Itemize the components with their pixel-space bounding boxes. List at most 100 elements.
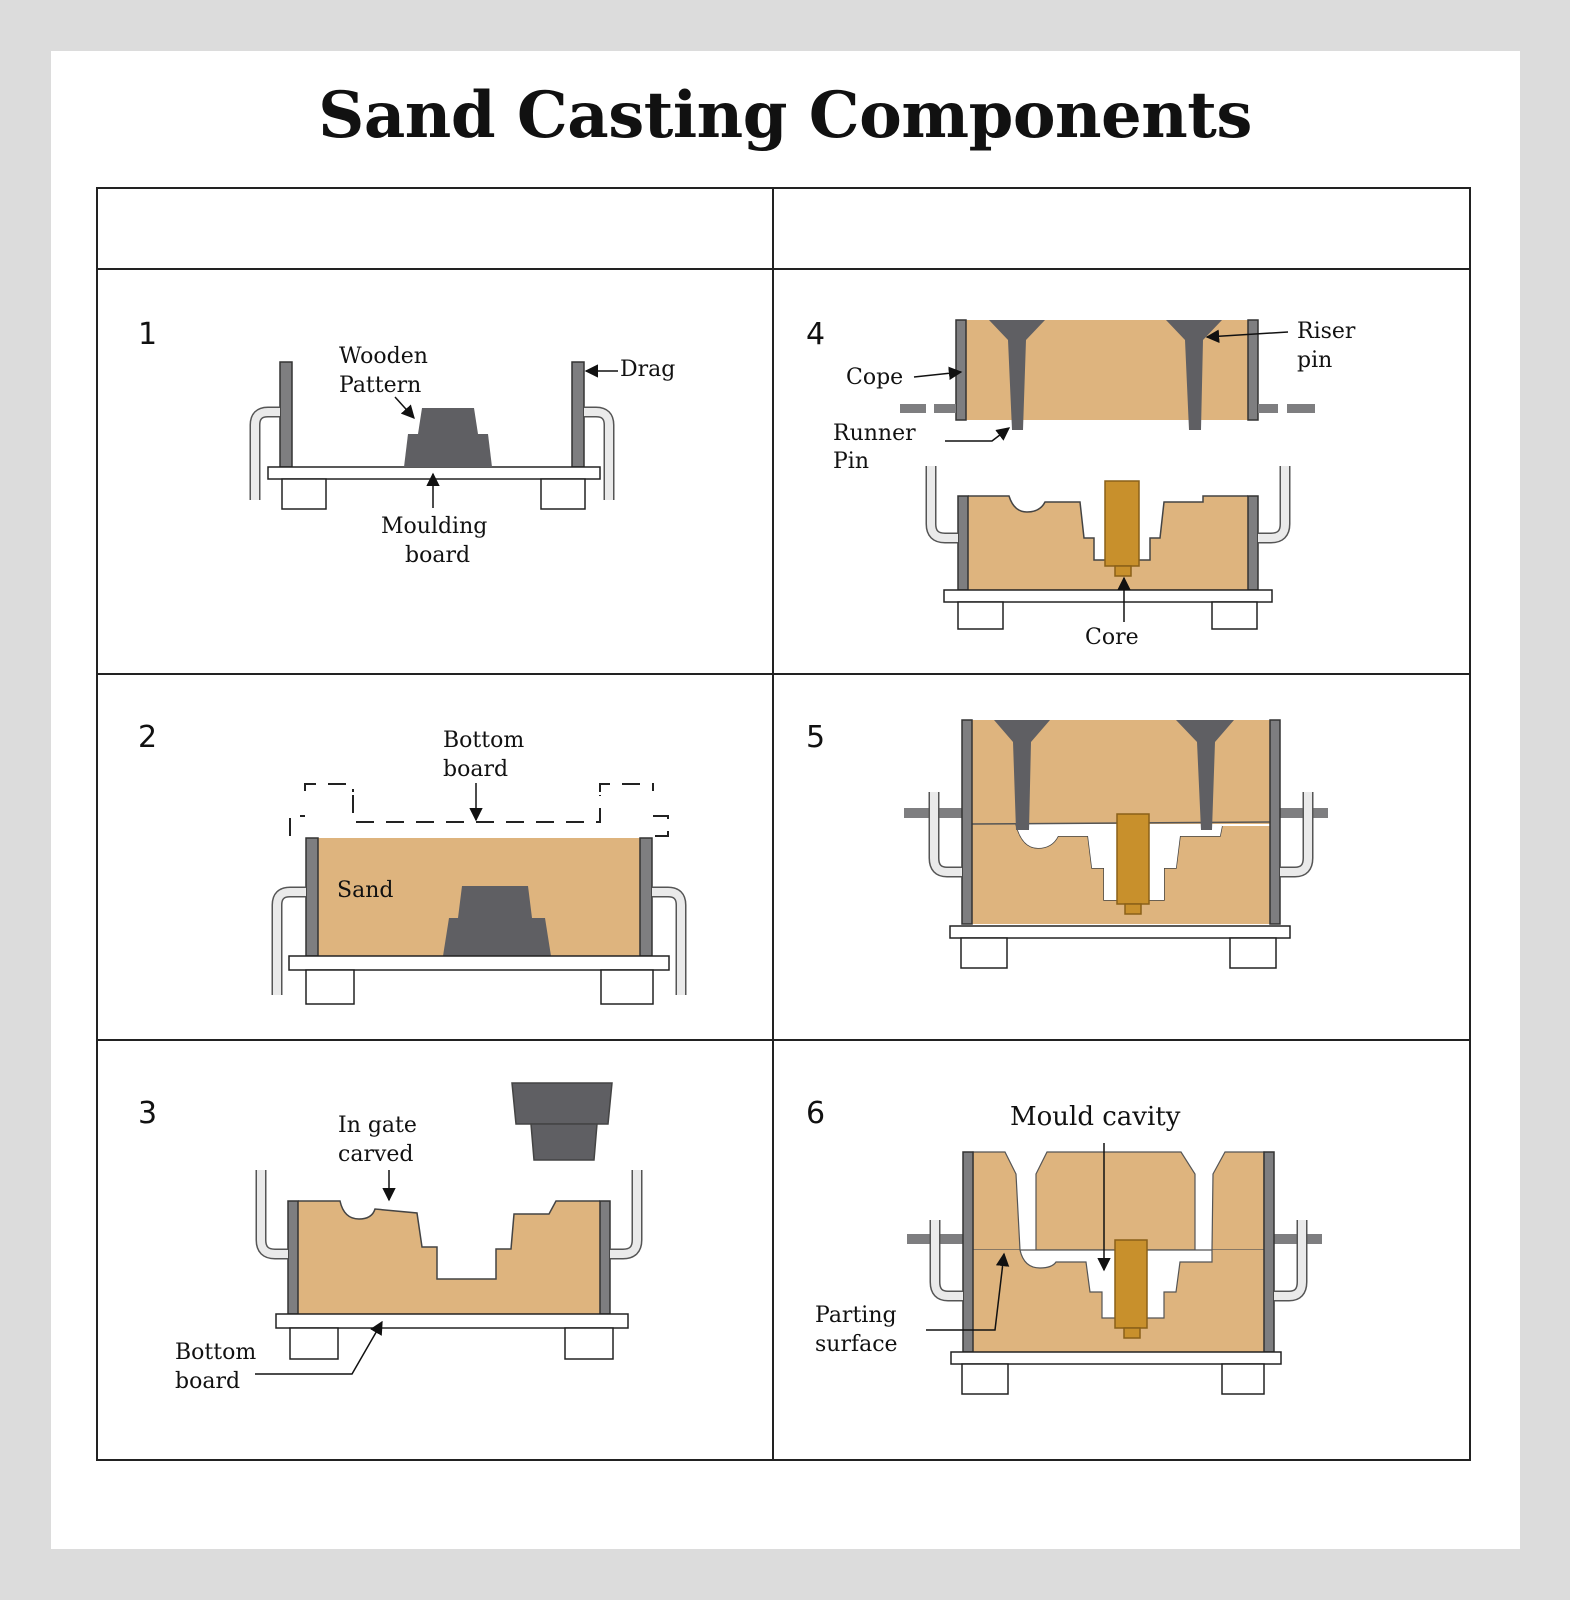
flask-pin — [900, 404, 926, 413]
drag-left-wall — [957, 495, 969, 591]
board-foot — [960, 937, 1008, 969]
step-number: 5 — [806, 720, 825, 755]
riser-pin — [1176, 720, 1234, 830]
label-sand: Sand — [337, 878, 393, 903]
bottom-board — [275, 1313, 629, 1329]
runner-pin — [994, 720, 1050, 830]
board-foot — [281, 478, 327, 510]
board-foot — [1211, 601, 1258, 630]
panel-4: 4 Cope Riser pin Runner Pin Cor — [806, 317, 1356, 650]
label-parting: Parting — [815, 1303, 897, 1328]
handle-left — [928, 792, 962, 878]
page-title: Sand Casting Components — [318, 78, 1252, 153]
label-surface: surface — [815, 1332, 898, 1357]
core — [1104, 480, 1140, 567]
core — [1114, 1239, 1148, 1329]
bottom-board — [943, 589, 1273, 603]
wooden-pattern-top — [418, 408, 478, 434]
flask-right-wall — [599, 1200, 611, 1315]
step-number: 6 — [806, 1096, 825, 1131]
drag-left-wall — [279, 361, 293, 468]
label-bottom: Bottom — [443, 728, 524, 753]
bottom-board — [950, 1351, 1282, 1365]
panel-1: 1 Wooden Pattern Drag Moulding board — [138, 317, 675, 568]
board-foot — [305, 969, 355, 1005]
core-print — [1123, 1327, 1141, 1339]
cope-sand-left — [972, 1151, 1021, 1251]
board-foot — [289, 1327, 339, 1360]
arrow-wooden-pattern — [394, 396, 415, 420]
cope-sand-center — [1035, 1151, 1196, 1251]
board-foot — [564, 1327, 614, 1360]
label-drag: Drag — [620, 357, 675, 382]
board-foot — [540, 478, 586, 510]
label-carved: carved — [338, 1142, 414, 1167]
label-moulding: Moulding — [381, 514, 487, 539]
riser-pin — [1166, 320, 1222, 430]
removed-pattern-top — [511, 1082, 613, 1125]
cope-sand-right — [1211, 1151, 1265, 1251]
label-riser: Riser — [1297, 319, 1356, 344]
board-foot — [1229, 937, 1277, 969]
flask-pin — [1266, 1234, 1322, 1244]
flask-left-wall — [961, 719, 973, 925]
flask-left-wall — [305, 837, 319, 957]
handle-left — [271, 886, 306, 995]
grid-table — [96, 187, 1471, 1461]
arrow-runner-pin — [945, 427, 1011, 442]
wooden-pattern-base — [404, 434, 492, 467]
flask-right-wall — [1263, 1151, 1275, 1353]
flask-left-wall — [962, 1151, 974, 1353]
label-core: Core — [1085, 625, 1139, 650]
label-board: board — [443, 757, 508, 782]
label-runner-pin: Pin — [833, 449, 869, 474]
flask-pin — [1287, 404, 1315, 413]
step-number: 1 — [138, 317, 157, 352]
bottom-board-outline — [289, 783, 669, 837]
label-mould-cavity: Mould cavity — [1010, 1102, 1181, 1132]
removed-pattern-base — [530, 1123, 598, 1161]
arrow-riser-pin — [1205, 329, 1289, 343]
board-foot — [600, 969, 654, 1005]
label-wooden: Wooden — [339, 344, 428, 369]
flask-pin — [1270, 808, 1328, 818]
board-foot — [1221, 1363, 1265, 1395]
label-cope: Cope — [846, 365, 903, 390]
step-number: 4 — [806, 317, 825, 352]
flask-right-wall — [639, 837, 653, 957]
board-foot — [957, 601, 1004, 630]
handle-left — [929, 1220, 963, 1302]
cope-right-wall — [1247, 319, 1259, 421]
label-pin: pin — [1297, 348, 1332, 373]
cope-left-wall — [955, 319, 967, 421]
wooden-pattern-base — [443, 918, 551, 956]
arrow-parting-surface — [926, 1252, 1010, 1331]
moulding-board — [288, 955, 670, 971]
core-print — [1124, 903, 1142, 915]
bottom-board — [949, 925, 1291, 939]
label-bottom: Bottom — [175, 1340, 256, 1365]
handle-right — [1274, 1220, 1308, 1302]
flask-pin — [934, 404, 956, 413]
core-print — [1114, 565, 1132, 577]
drag-right-wall — [571, 361, 585, 468]
drag-sand — [972, 824, 1270, 924]
panel-6: 6 Mould cavity Parting surface — [806, 1096, 1322, 1395]
label-board: board — [175, 1369, 240, 1394]
board-foot — [961, 1363, 1009, 1395]
carved-sand — [298, 1201, 600, 1314]
arrow-cope — [913, 366, 963, 380]
label-runner: Runner — [833, 421, 916, 446]
panel-2: 2 Bottom board Sand — [138, 720, 687, 1005]
panel-5: 5 — [806, 719, 1328, 969]
drag-sand — [973, 1250, 1264, 1352]
flask-right-wall — [1269, 719, 1281, 925]
label-in-gate: In gate — [338, 1113, 417, 1138]
drag-right-wall — [1247, 495, 1259, 591]
handle-right — [1280, 792, 1314, 878]
label-pattern: Pattern — [339, 373, 421, 398]
runner-pin — [989, 320, 1045, 430]
drag-sand — [968, 496, 1248, 590]
label-board: board — [405, 543, 470, 568]
